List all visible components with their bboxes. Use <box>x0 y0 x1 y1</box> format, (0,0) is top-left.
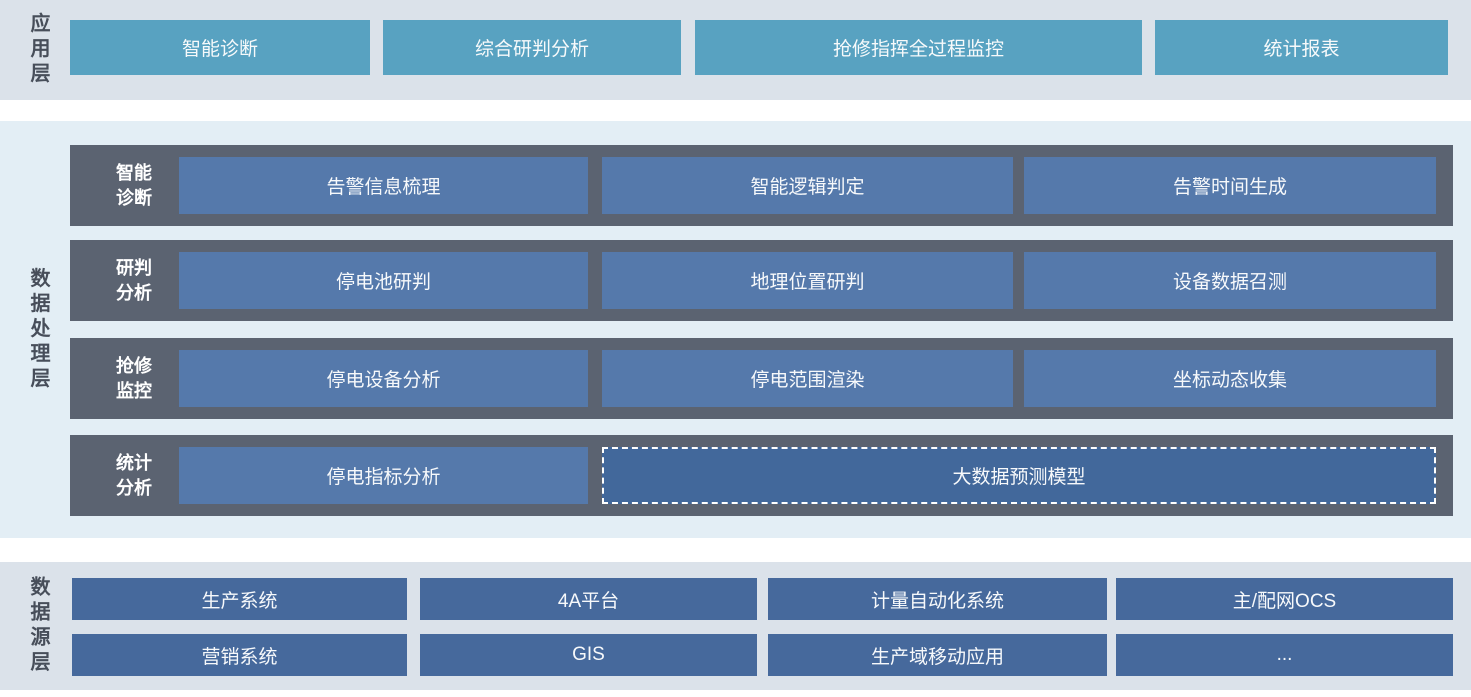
app-box-comprehensive-research-analysis: 综合研判分析 <box>383 20 681 75</box>
source-box-marketing-system: 营销系统 <box>72 634 407 676</box>
process-row-statistical-analysis: 统计分析 停电指标分析 大数据预测模型 <box>70 435 1453 516</box>
process-row-repair-monitoring: 抢修监控 停电设备分析 停电范围渲染 坐标动态收集 <box>70 338 1453 419</box>
layer-label-data-processing: 数据处理层 <box>27 267 49 392</box>
process-box-outage-battery-research: 停电池研判 <box>179 252 588 309</box>
process-row-label-text: 抢修监控 <box>116 356 152 401</box>
layer-label-application: 应用层 <box>27 12 49 88</box>
process-row-label-text: 研判分析 <box>116 258 152 303</box>
app-box-statistical-reports: 统计报表 <box>1155 20 1448 75</box>
process-row-label-text: 智能诊断 <box>116 163 152 208</box>
process-box-outage-range-rendering: 停电范围渲染 <box>602 350 1013 407</box>
process-box-alarm-time-generation: 告警时间生成 <box>1024 157 1436 214</box>
source-box-production-system: 生产系统 <box>72 578 407 620</box>
process-box-alarm-info-sorting: 告警信息梳理 <box>179 157 588 214</box>
process-box-outage-indicator-analysis: 停电指标分析 <box>179 447 588 504</box>
source-box-main-distribution-ocs: 主/配网OCS <box>1116 578 1453 620</box>
source-box-more-ellipsis: ... <box>1116 634 1453 676</box>
layer-data-processing: 数据处理层 智能诊断 告警信息梳理 智能逻辑判定 告警时间生成 研判分析 停电池… <box>0 121 1471 538</box>
app-box-repair-command-process-monitoring: 抢修指挥全过程监控 <box>695 20 1142 75</box>
process-row-intelligent-diagnosis: 智能诊断 告警信息梳理 智能逻辑判定 告警时间生成 <box>70 145 1453 226</box>
process-row-label: 智能诊断 <box>84 145 184 226</box>
process-row-label: 研判分析 <box>84 240 184 321</box>
layer-data-source: 数据源层 生产系统 4A平台 计量自动化系统 主/配网OCS 营销系统 GIS … <box>0 562 1471 690</box>
process-box-coordinate-dynamic-collection: 坐标动态收集 <box>1024 350 1436 407</box>
process-row-label: 统计分析 <box>84 435 184 516</box>
source-box-4a-platform: 4A平台 <box>420 578 757 620</box>
process-row-label: 抢修监控 <box>84 338 184 419</box>
process-box-big-data-prediction-model: 大数据预测模型 <box>602 447 1436 504</box>
source-box-production-mobile-app: 生产域移动应用 <box>768 634 1107 676</box>
app-box-intelligent-diagnosis: 智能诊断 <box>70 20 370 75</box>
source-box-gis: GIS <box>420 634 757 676</box>
layer-label-data-source: 数据源层 <box>27 576 49 676</box>
source-box-metering-automation-system: 计量自动化系统 <box>768 578 1107 620</box>
process-box-outage-device-analysis: 停电设备分析 <box>179 350 588 407</box>
process-box-intelligent-logic-judgment: 智能逻辑判定 <box>602 157 1013 214</box>
layer-application: 应用层 智能诊断 综合研判分析 抢修指挥全过程监控 统计报表 <box>0 0 1471 100</box>
process-box-geo-location-research: 地理位置研判 <box>602 252 1013 309</box>
process-row-research-analysis: 研判分析 停电池研判 地理位置研判 设备数据召测 <box>70 240 1453 321</box>
process-box-device-data-telemetry: 设备数据召测 <box>1024 252 1436 309</box>
process-row-label-text: 统计分析 <box>116 453 152 498</box>
